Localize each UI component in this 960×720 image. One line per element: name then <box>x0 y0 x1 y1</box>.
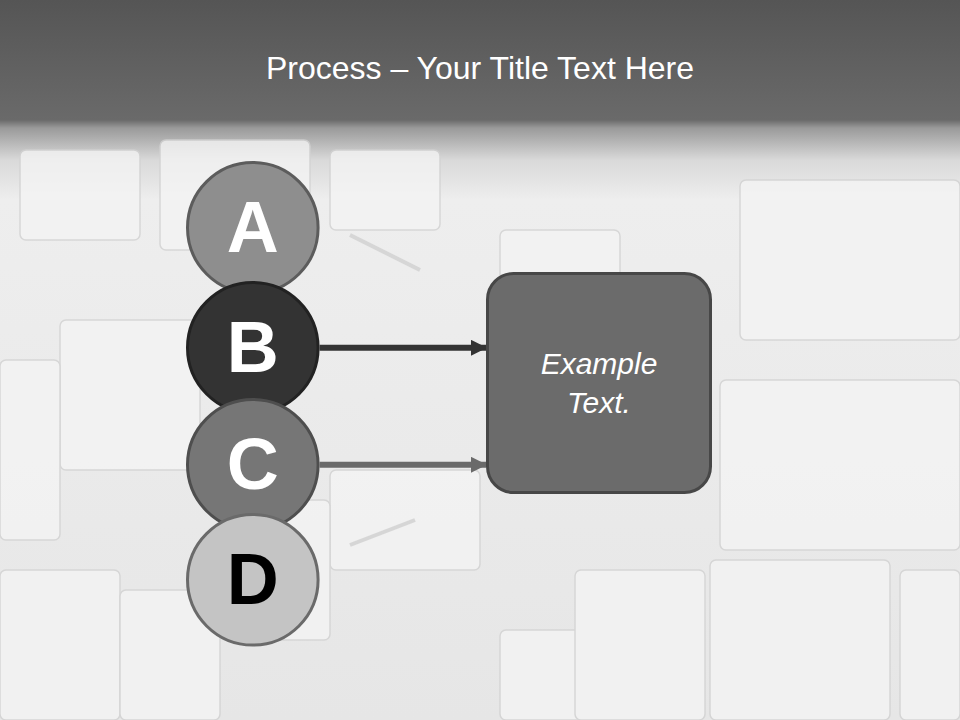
example-text: Example Text. <box>519 344 679 422</box>
example-box: Example Text. <box>486 272 712 494</box>
step-letter: B <box>227 301 279 395</box>
box-outline <box>486 272 712 494</box>
circle-shape <box>188 163 319 294</box>
arrow-connector <box>320 345 486 351</box>
step-letter: C <box>227 418 279 512</box>
rounded-rect <box>488 274 711 493</box>
circle-shape <box>188 515 319 646</box>
step-letter: A <box>227 181 279 275</box>
step-letter: D <box>227 533 279 627</box>
circle-shape <box>188 283 319 414</box>
step-circle: D <box>186 513 320 647</box>
step-circle: A <box>186 161 320 295</box>
step-circle: C <box>186 398 320 532</box>
arrow-connector <box>320 462 486 468</box>
step-circle: B <box>186 281 320 415</box>
circle-shape <box>188 400 319 531</box>
slide-title: Process – Your Title Text Here <box>0 50 960 87</box>
